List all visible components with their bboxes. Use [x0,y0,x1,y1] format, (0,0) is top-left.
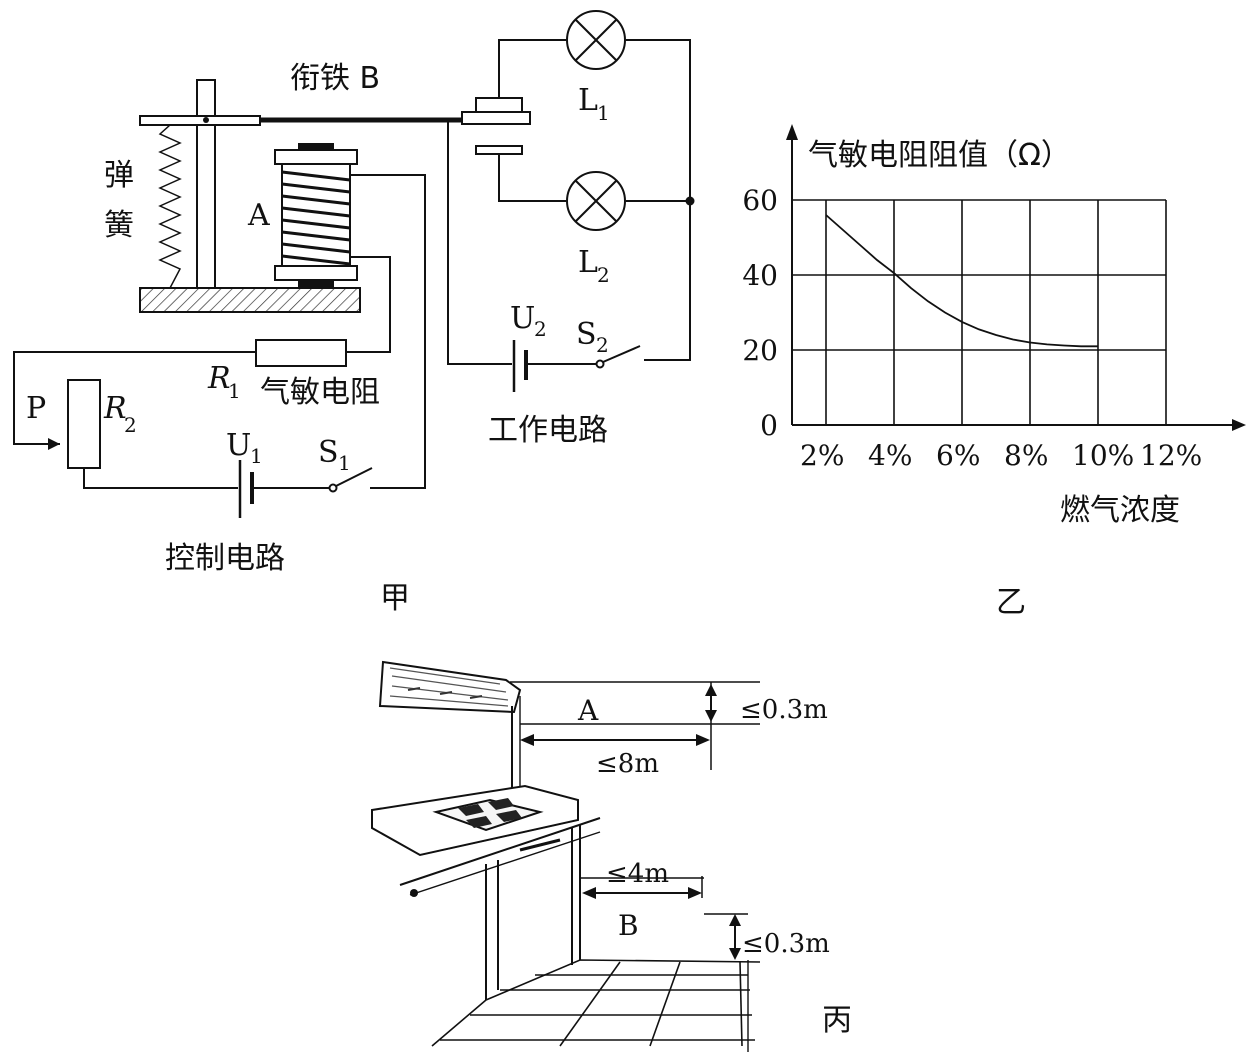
y-tick-label: 60 [742,184,778,217]
spring-label-2: 簧 [104,208,134,243]
gas-sensor-resistor [255,339,347,367]
s2-symbol: S [576,317,597,352]
l2-subscript: 2 [597,263,610,287]
lower-contact [475,145,523,155]
pivot-point [203,117,209,123]
kitchen-installation-diagram: A ≤0.3m ≤8m [371,660,852,1052]
figure-a-caption: 甲 [380,581,410,616]
switch-s1-pivot [328,483,338,493]
control-wire-coil-top [350,174,426,489]
switch-s2-blade [602,345,641,363]
s1-subscript: 1 [338,451,351,475]
pivot-post [196,79,216,289]
r2-subscript: 2 [124,413,137,437]
lamp-l1 [566,10,626,70]
x-tick-label: 6% [936,439,980,472]
gas-resistance-chart: 2% 4% 6% 8% 10%12% 0 20 40 60 气敏电阻阻值（Ω） 燃气浓度 乙 [742,124,1246,620]
dim-top-length-label: ≤8m [596,749,659,779]
work-wire-l1 [498,39,566,98]
s2-subscript: 2 [596,333,609,357]
relay-circuit-diagram: 衔铁 B 弹 簧 A P R 2 R [13,10,695,616]
s1-symbol: S [318,435,339,470]
y-axis-arrow [786,124,798,140]
l1-subscript: 1 [597,101,610,125]
u2-subscript: 2 [534,317,547,341]
y-tick-label: 0 [760,409,778,442]
y-tick-labels: 0 20 40 60 [742,184,778,442]
electromagnet-coil [274,143,358,288]
alarm-b-label: B [618,909,639,942]
x-tick-labels: 2% 4% 6% 8% 10%12% [800,439,1202,472]
switch-s1-blade [335,467,373,487]
r2-symbol: R [103,391,127,426]
work-wire-l2 [498,154,566,202]
figure-c-caption: 丙 [822,1003,852,1038]
work-wire-left [447,119,512,365]
alarm-a-label: A [577,694,599,727]
base-plate [139,287,361,313]
upper-contact [475,97,523,113]
rheostat [67,379,101,469]
r1-subscript: 1 [228,379,241,403]
u2-symbol: U [510,301,535,336]
moving-contact [461,111,531,125]
work-circuit-label: 工作电路 [488,413,608,448]
coil-label: A [247,198,270,233]
lamp-l2 [566,171,626,231]
control-circuit-label: 控制电路 [165,541,285,576]
armature-plate [139,115,261,126]
u1-subscript: 1 [250,444,263,468]
resistance-curve [825,214,1098,348]
r1-label: 气敏电阻 [260,375,380,410]
u1-symbol: U [226,428,251,463]
spring [158,124,182,289]
dim-top-height-label: ≤0.3m [740,695,828,725]
y-tick-label: 20 [742,334,778,367]
chart-x-label: 燃气浓度 [1060,493,1180,528]
armature-label: 衔铁 B [290,61,380,96]
dim-bottom-length-label: ≤4m [606,859,669,889]
chart-y-label: 气敏电阻阻值（Ω） [808,138,1071,173]
slider-arrow [48,438,60,450]
x-tick-label: 2% [800,439,844,472]
range-hood [378,660,522,790]
x-tick-label: 10% [1072,439,1134,472]
kitchen-counter [371,784,601,1000]
figure-b-caption: 乙 [996,585,1026,620]
x-tick-label: 12% [1140,439,1202,472]
control-wire-coil-bottom [346,256,391,353]
x-axis-arrow [1232,419,1246,431]
switch-s2-pivot [595,359,605,369]
slider-label: P [26,391,46,426]
floor-grid [431,959,761,1047]
l2-symbol: L [578,245,598,280]
x-tick-label: 4% [868,439,912,472]
control-wire-r1-left [13,351,256,445]
spring-label-1: 弹 [104,158,134,193]
control-wire-bottom [83,468,238,489]
y-tick-label: 40 [742,259,778,292]
dim-bottom-height-label: ≤0.3m [742,929,830,959]
l1-symbol: L [578,83,598,118]
chart-grid [792,199,1167,425]
junction-dot [685,196,695,206]
x-tick-label: 8% [1004,439,1048,472]
r1-symbol: R [207,361,231,396]
